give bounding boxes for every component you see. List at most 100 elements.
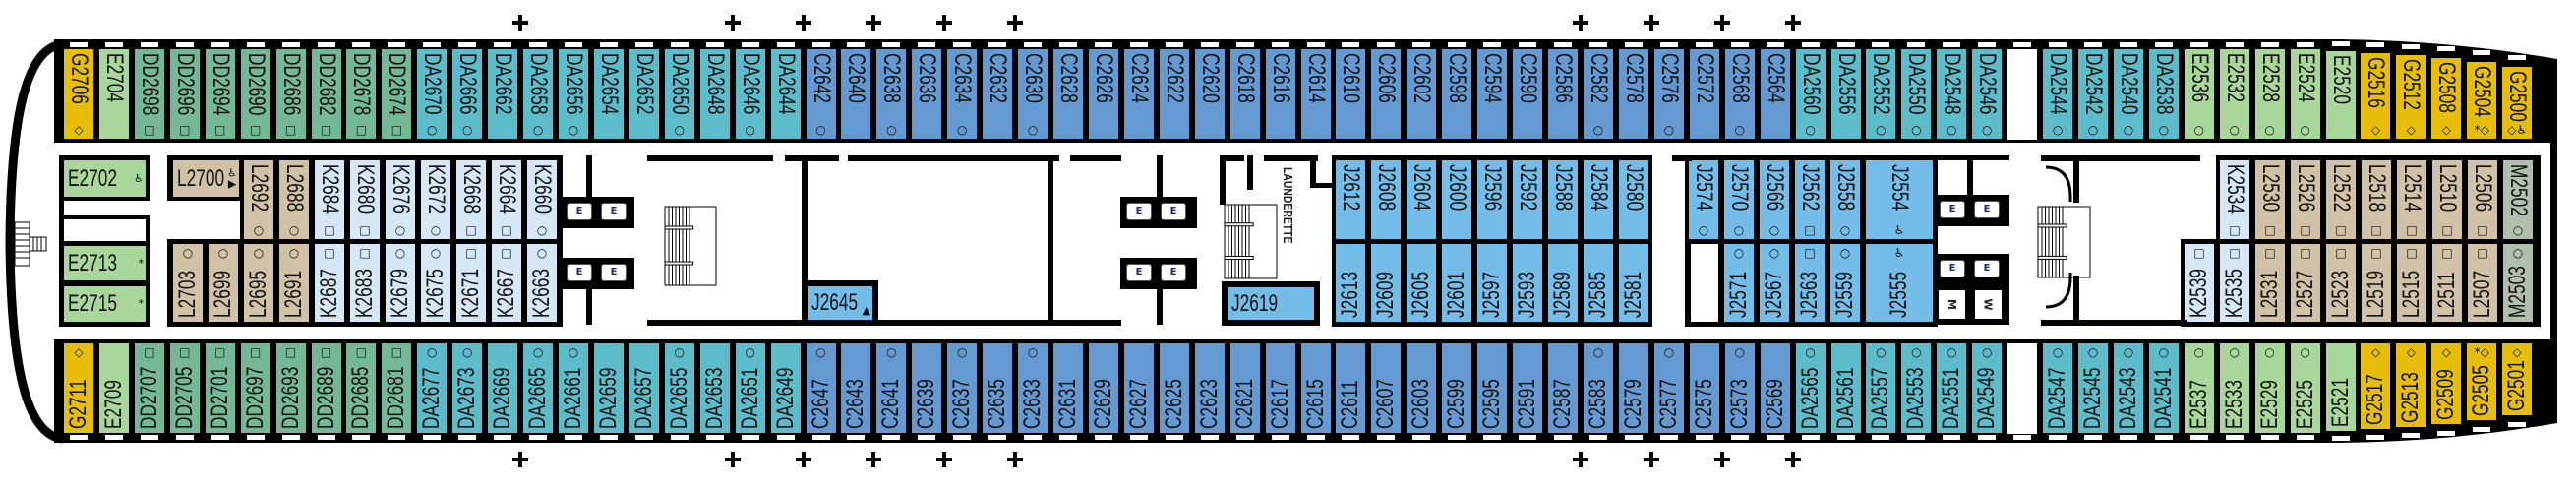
cabin-E2532[interactable]: E2532○ [2219,49,2249,139]
cabin-J2645[interactable]: J2645▲ [808,286,872,320]
cabin-C2636[interactable]: C2636 [912,49,942,139]
cabin-DA2665[interactable]: DA2665○ [523,343,554,433]
cabin-DA2653[interactable]: DA2653 [699,343,730,433]
cabin-DD2707[interactable]: DD2707□ [134,343,164,433]
cabin-E2521[interactable]: E2521 [2325,343,2356,431]
cabin-J2609[interactable]: J2609 [1371,244,1401,322]
cabin-J2555[interactable]: J2555♿ [1866,244,1933,322]
cabin-C2590[interactable]: C2590 [1513,49,1543,139]
cabin-C2630[interactable]: C2630○ [1018,49,1048,139]
cabin-K2534[interactable]: K2534□ [2220,160,2249,239]
cabin-J2554[interactable]: J2554♿ [1866,160,1933,239]
cabin-DD2698[interactable]: DD2698□ [134,49,164,139]
cabin-DD2681[interactable]: DD2681□ [382,343,412,433]
cabin-E2536[interactable]: E2536○ [2184,49,2214,139]
cabin-DA2654[interactable]: DA2654 [593,49,624,139]
cabin-J2559[interactable]: J2559○ [1830,244,1860,322]
cabin-C2586[interactable]: C2586 [1548,49,1579,139]
cabin-L2522[interactable]: L2522□ [2326,160,2356,239]
cabin-J2580[interactable]: J2580 [1619,160,1648,239]
cabin-DA2658[interactable]: DA2658○ [523,49,554,139]
cabin-C2628[interactable]: C2628 [1053,49,1084,139]
cabin-G2508[interactable]: G2508◇ [2431,57,2462,139]
cabin-L2699[interactable]: L2699○ [209,244,238,322]
cabin-J2619[interactable]: J2619 [1228,287,1314,320]
cabin-J2593[interactable]: J2593 [1513,244,1542,322]
cabin-DA2646[interactable]: DA2646○ [735,49,765,139]
cabin-DA2546[interactable]: DA2546○ [1972,49,2003,139]
cabin-J2588[interactable]: J2588 [1548,160,1578,239]
cabin-DA2661[interactable]: DA2661○ [559,343,589,433]
cabin-C2626[interactable]: C2626 [1088,49,1118,139]
cabin-K2675[interactable]: K2675○ [421,244,450,322]
cabin-C2620[interactable]: C2620 [1194,49,1225,139]
cabin-C2614[interactable]: C2614 [1300,49,1331,139]
cabin-L2506[interactable]: L2506□ [2468,160,2497,239]
cabin-C2611[interactable]: C2611 [1336,343,1366,433]
cabin-C2639[interactable]: C2639 [912,343,942,433]
cabin-DD2701[interactable]: DD2701□ [205,343,235,433]
cabin-E2533[interactable]: E2533○ [2219,343,2249,433]
cabin-G2501[interactable]: G2501◇ [2502,343,2533,416]
cabin-J2608[interactable]: J2608 [1371,160,1401,239]
cabin-L2514[interactable]: L2514□ [2397,160,2426,239]
cabin-J2592[interactable]: J2592 [1513,160,1542,239]
cabin-C2583[interactable]: C2583○ [1583,343,1613,433]
cabin-L2695[interactable]: L2695○ [244,244,273,322]
cabin-C2572[interactable]: C2572 [1689,49,1719,139]
cabin-K2671[interactable]: K2671□ [456,244,486,322]
cabin-C2616[interactable]: C2616 [1265,49,1295,139]
cabin-J2597[interactable]: J2597 [1477,244,1507,322]
cabin-G2505[interactable]: G2505*◇ [2467,343,2497,421]
cabin-E2528[interactable]: E2528○ [2254,49,2285,139]
cabin-C2621[interactable]: C2621 [1229,343,1260,433]
cabin-DA2648[interactable]: DA2648 [699,49,730,139]
cabin-DA2669[interactable]: DA2669 [488,343,518,433]
cabin-C2641[interactable]: C2641○ [876,343,907,433]
cabin-DA2550[interactable]: DA2550○ [1901,49,1932,139]
cabin-E2704[interactable]: E2704 [98,49,129,139]
cabin-L2527[interactable]: L2527□ [2291,244,2320,322]
cabin-C2595[interactable]: C2595 [1477,343,1508,433]
cabin-C2643[interactable]: C2643 [841,343,871,433]
cabin-DA2560[interactable]: DA2560○ [1795,49,1826,139]
cabin-K2663[interactable]: K2663○ [527,244,557,322]
cabin-G2711[interactable]: G2711◇ [64,343,93,433]
cabin-K2680[interactable]: K2680□ [350,160,380,239]
cabin-J2605[interactable]: J2605 [1407,244,1436,322]
cabin-C2575[interactable]: C2575 [1689,343,1719,433]
cabin-DA2673[interactable]: DA2673○ [452,343,483,433]
cabin-J2567[interactable]: J2567○ [1760,244,1789,322]
cabin-C2576[interactable]: C2576○ [1653,49,1684,139]
cabin-G2516[interactable]: G2516◇ [2361,52,2391,139]
cabin-J2584[interactable]: J2584 [1584,160,1613,239]
cabin-DA2666[interactable]: DA2666○ [452,49,483,139]
cabin-DA2548[interactable]: DA2548○ [1937,49,1967,139]
cabin-DA2551[interactable]: DA2551○ [1937,343,1967,433]
cabin-J2585[interactable]: J2585 [1584,244,1613,322]
cabin-DD2682[interactable]: DD2682□ [311,49,341,139]
cabin-E2524[interactable]: E2524○ [2290,49,2320,139]
cabin-DA2651[interactable]: DA2651○ [735,343,765,433]
cabin-J2612[interactable]: J2612 [1336,160,1365,239]
cabin-E2709[interactable]: E2709 [98,343,129,433]
cabin-E2715[interactable]: E2715* [64,286,146,322]
cabin-C2603[interactable]: C2603 [1407,343,1437,433]
cabin-C2637[interactable]: C2637○ [947,343,978,433]
cabin-L2511[interactable]: L2511□ [2432,244,2462,322]
cabin-L2510[interactable]: L2510□ [2432,160,2462,239]
cabin-E2529[interactable]: E2529○ [2254,343,2285,433]
cabin-L2703[interactable]: L2703○ [173,244,203,322]
cabin-DA2540[interactable]: DA2540○ [2113,49,2143,139]
cabin-L2700[interactable]: L2700♿▶ [173,160,239,197]
cabin-L2519[interactable]: L2519□ [2362,244,2391,322]
cabin-K2676[interactable]: K2676○ [386,160,415,239]
cabin-K2668[interactable]: K2668□ [456,160,486,239]
cabin-DA2650[interactable]: DA2650○ [664,49,694,139]
cabin-DA2659[interactable]: DA2659 [593,343,624,433]
cabin-C2569[interactable]: C2569 [1760,343,1790,433]
cabin-K2687[interactable]: K2687□ [315,244,344,322]
cabin-L2691[interactable]: L2691○ [279,244,309,322]
cabin-J2558[interactable]: J2558○ [1830,160,1860,239]
cabin-C2642[interactable]: C2642○ [806,49,836,139]
